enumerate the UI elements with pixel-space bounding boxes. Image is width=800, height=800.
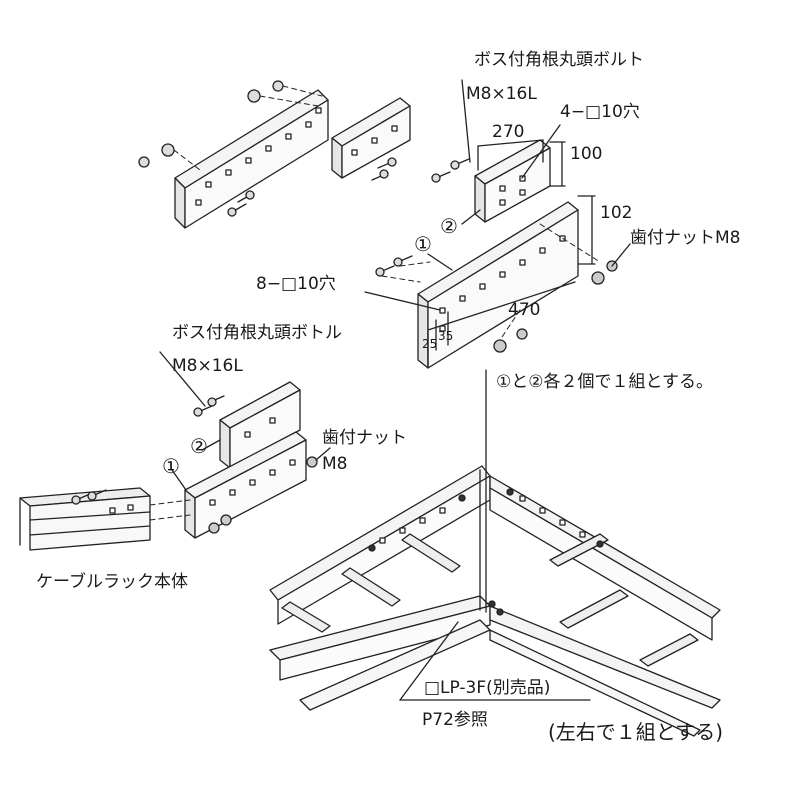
- bolt-size-label-mid: M8×16L: [172, 356, 243, 376]
- bolts-topleft: [139, 81, 396, 216]
- boss-bolt-label-top: ボス付角根丸頭ボルト: [474, 50, 644, 70]
- nut-size-label-mid: M8: [322, 454, 348, 474]
- plate-2-mid: [220, 382, 300, 468]
- boss-bolt-label-mid: ボス付角根丸頭ボトル: [172, 323, 342, 343]
- dim-35-label: 35: [438, 329, 454, 343]
- hole-4-label: 4−□10穴: [560, 102, 640, 122]
- set-note-label: ①と②各２個で１組とする。: [496, 372, 713, 392]
- dim-25-label: 25: [422, 337, 438, 351]
- plate-2-top: [475, 140, 550, 222]
- dim-102-label: 102: [600, 203, 633, 223]
- circle-2-label-top: ②: [440, 214, 458, 238]
- hole-8-label: 8−□10穴: [256, 274, 336, 294]
- page-ref-label: P72参照: [422, 710, 488, 730]
- cable-rack-corner: [270, 370, 720, 736]
- splice-plate-long-topleft: [175, 90, 328, 228]
- circle-2-label-mid: ②: [190, 434, 208, 458]
- rack-body-label: ケーブルラック本体: [36, 572, 188, 592]
- splice-plate-short-topleft: [332, 98, 410, 178]
- plate-1-mid: [185, 432, 306, 538]
- cable-rack-body-left: [20, 488, 150, 550]
- part-ref-label: □LP-3F(別売品): [424, 678, 551, 698]
- nut-label-mid: 歯付ナット: [322, 428, 407, 448]
- pair-note-label: (左右で１組とする): [548, 720, 724, 744]
- bolt-size-label-top: M8×16L: [466, 84, 537, 104]
- dim-470-label: 470: [508, 300, 541, 320]
- nut-label-top: 歯付ナットM8: [630, 228, 741, 248]
- dim-100-label: 100: [570, 144, 603, 164]
- dim-270-label: 270: [492, 122, 525, 142]
- circle-1-label-mid: ①: [162, 454, 180, 478]
- circle-1-label-top: ①: [414, 232, 432, 256]
